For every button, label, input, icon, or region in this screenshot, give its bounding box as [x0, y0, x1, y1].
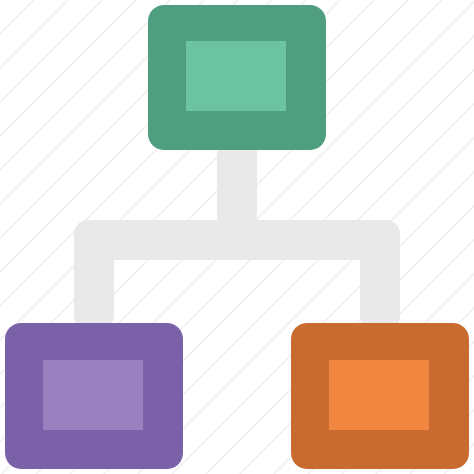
watermark-line	[0, 0, 205, 206]
watermark-line	[171, 170, 474, 474]
top-node	[148, 5, 326, 150]
watermark-line	[205, 204, 474, 474]
connector-vertical-left	[74, 220, 114, 330]
left-node-screen	[43, 360, 143, 430]
watermark-line	[0, 0, 103, 104]
connector-lines	[74, 148, 400, 330]
right-node-screen	[329, 360, 429, 430]
right-node	[291, 323, 469, 469]
watermark-line	[0, 0, 137, 138]
connector-vertical-right	[360, 220, 400, 330]
connector-vertical-top	[217, 148, 257, 242]
watermark-line	[0, 0, 171, 172]
left-node	[5, 323, 183, 469]
top-node-screen	[186, 41, 286, 111]
connector-horizontal	[74, 220, 400, 260]
